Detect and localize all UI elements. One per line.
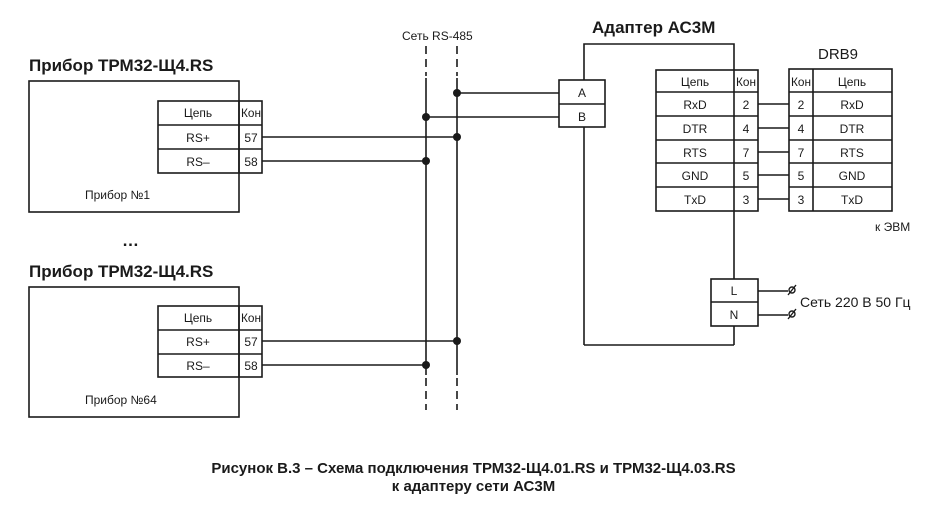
adapter-header-pin: Кон: [736, 75, 756, 89]
drb9-row-pin: 4: [798, 122, 805, 136]
device-64-row-1-pin: 57: [244, 335, 258, 349]
device-1-row-2-circuit: RS–: [186, 155, 210, 169]
device-64-row-2-circuit: RS–: [186, 359, 210, 373]
device-64-name: Прибор №64: [85, 393, 157, 407]
device-1-row-1-pin: 57: [244, 131, 258, 145]
drb9-row-pin: 7: [798, 146, 805, 160]
adapter-row-circuit: GND: [682, 169, 709, 183]
device-1-header-circuit: Цепь: [184, 106, 212, 120]
ellipsis: …: [122, 231, 139, 250]
adapter-row-pin: 4: [743, 122, 750, 136]
device-64-title: Прибор ТРМ32-Щ4.RS: [29, 262, 213, 281]
power-label: Сеть 220 В 50 Гц: [800, 294, 911, 310]
drb9-row-circuit: DTR: [840, 122, 865, 136]
drb9-row-circuit: RTS: [840, 146, 864, 160]
drb9-row-pin: 2: [798, 98, 805, 112]
drb9-header-circuit: Цепь: [838, 75, 866, 89]
drb9-row-pin: 5: [798, 169, 805, 183]
device-1-row-1-circuit: RS+: [186, 131, 210, 145]
device-64-header-pin: Кон: [241, 311, 261, 325]
adapter-row-circuit: TxD: [684, 193, 706, 207]
adapter-row-pin: 7: [743, 146, 750, 160]
adapter-row-circuit: RTS: [683, 146, 707, 160]
terminal-b: B: [578, 110, 586, 124]
to-computer-note: к ЭВМ: [875, 220, 910, 234]
drb9-row-circuit: TxD: [841, 193, 863, 207]
adapter-table-text: Цепь Кон RxD 2 DTR 4 RTS 7 GND 5 TxD 3: [681, 75, 756, 207]
device-1-row-2-pin: 58: [244, 155, 258, 169]
adapter-row-circuit: RxD: [683, 98, 707, 112]
drb9-row-pin: 3: [798, 193, 805, 207]
adapter-row-pin: 2: [743, 98, 750, 112]
drb9-row-circuit: GND: [839, 169, 866, 183]
terminal-n: N: [730, 308, 739, 322]
network-label: Сеть RS-485: [402, 29, 473, 43]
adapter-row-pin: 5: [743, 169, 750, 183]
adapter-header-circuit: Цепь: [681, 75, 709, 89]
power-clamp-icon: [787, 284, 797, 320]
adapter-frame: [583, 43, 735, 80]
drb9-row-circuit: RxD: [840, 98, 864, 112]
terminal-l: L: [731, 284, 738, 298]
terminal-a: A: [578, 86, 586, 100]
device-1-title: Прибор ТРМ32-Щ4.RS: [29, 56, 213, 75]
adapter-row-circuit: DTR: [683, 122, 708, 136]
device-1-name: Прибор №1: [85, 188, 150, 202]
drb9-header-pin: Кон: [791, 75, 811, 89]
device-64-row-2-pin: 58: [244, 359, 258, 373]
caption-line-2: к адаптеру сети АС3М: [391, 478, 556, 495]
figure-caption: Рисунок В.3 – Схема подключения ТРМ32-Щ4…: [0, 460, 947, 496]
device-64-row-1-circuit: RS+: [186, 335, 210, 349]
device-1-header-pin: Кон: [241, 106, 261, 120]
junction-dots: [422, 89, 461, 369]
drb9-title: DRB9: [818, 46, 858, 63]
drb9-table-text: Кон Цепь 2 RxD 4 DTR 7 RTS 5 GND 3 TxD: [791, 75, 866, 207]
caption-line-1: Рисунок В.3 – Схема подключения ТРМ32-Щ4…: [211, 460, 736, 477]
device-64-header-circuit: Цепь: [184, 311, 212, 325]
adapter-row-pin: 3: [743, 193, 750, 207]
adapter-title: Адаптер АС3М: [592, 18, 715, 37]
